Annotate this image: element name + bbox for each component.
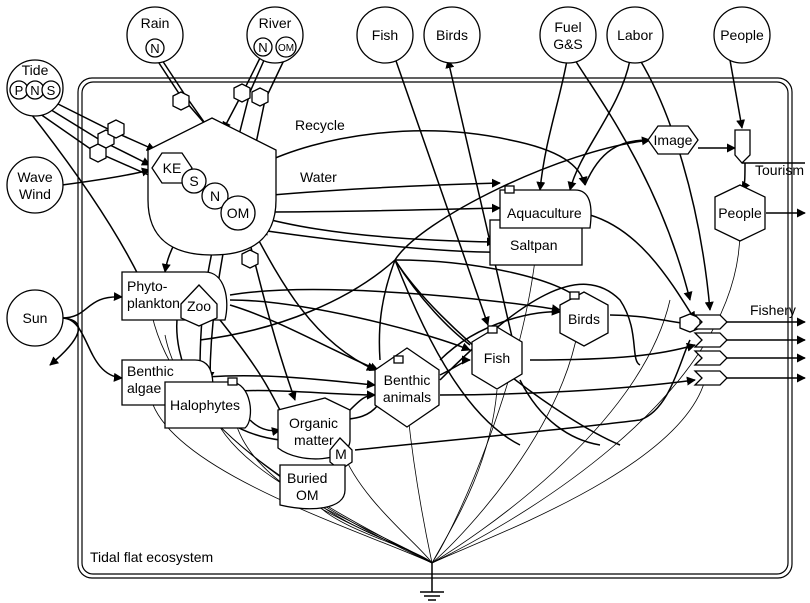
boundary-label: Tidal flat ecosystem (90, 549, 213, 565)
fish-label: Fish (484, 350, 510, 366)
benthic-animals-node: Benthic animals (374, 347, 440, 428)
benthic-algae-line2: algae (127, 380, 161, 396)
people-source-label: People (720, 27, 764, 43)
source-sun: Sun (6, 289, 64, 347)
heat-sink-icon (420, 563, 444, 601)
recycle-label: Recycle (295, 117, 345, 133)
interaction-valves (89, 83, 701, 333)
fuel-label: Fuel (554, 19, 581, 35)
water-label: Water (300, 169, 337, 185)
source-rain: Rain N (126, 6, 184, 64)
source-fuel: Fuel G&S (539, 6, 597, 64)
birds-label: Birds (568, 311, 600, 327)
organic-matter-line1: Organic (289, 415, 338, 431)
phytoplankton-line1: Phyto- (127, 278, 168, 294)
ke-label: KE (163, 160, 182, 176)
phytoplankton-line2: plankton (127, 295, 180, 311)
fish-source-label: Fish (372, 27, 398, 43)
source-labor: Labor (606, 6, 664, 64)
halophytes-box: Halophytes (164, 377, 252, 429)
heat-sink-flows (149, 229, 741, 564)
rain-label: Rain (141, 15, 170, 31)
m-label: M (335, 446, 347, 462)
fishery-label: Fishery (750, 302, 796, 318)
source-wave-wind: Wave Wind (6, 156, 64, 214)
birds-source-label: Birds (436, 27, 468, 43)
tide-s-label: S (47, 83, 56, 98)
system-boundary-inner (81, 81, 789, 575)
gs-label: G&S (553, 36, 583, 52)
tide-label: Tide (22, 62, 49, 78)
buried-om-line2: OM (296, 487, 319, 503)
wave-label: Wave (17, 169, 52, 185)
tourism-label: Tourism (755, 162, 804, 178)
benthic-algae-line1: Benthic (127, 363, 174, 379)
river-om-label: OM (278, 43, 294, 54)
om-label: OM (227, 205, 250, 221)
halophytes-label: Halophytes (170, 397, 240, 413)
benthic-animals-line1: Benthic (384, 372, 431, 388)
s-label: S (189, 173, 198, 189)
image-node: Image (647, 125, 699, 155)
om-storage: OM (220, 195, 256, 231)
source-people: People (713, 6, 771, 64)
source-river: River N OM (246, 6, 304, 64)
buried-om-storage: Buried OM (279, 464, 346, 510)
zoo-label: Zoo (187, 298, 211, 314)
microbes-node: M (329, 437, 353, 471)
people-node: People (714, 184, 766, 242)
source-tide: Tide P N S (6, 59, 64, 117)
birds-node: Birds (559, 291, 609, 347)
tide-p-label: P (15, 83, 24, 98)
source-fish: Fish (356, 6, 414, 64)
wind-label: Wind (19, 186, 51, 202)
labor-label: Labor (617, 27, 653, 43)
salt-storage: S (181, 168, 207, 194)
benthic-animals-line2: animals (383, 389, 431, 405)
nitrogen-storage: N (201, 182, 229, 210)
image-label: Image (654, 132, 693, 148)
sun-label: Sun (23, 310, 48, 326)
aquaculture-box: Aquaculture (499, 185, 592, 229)
aquaculture-label: Aquaculture (507, 205, 582, 221)
fishery-transactions (693, 314, 728, 386)
organic-matter-storage: Organic matter (277, 397, 351, 460)
organic-matter-line2: matter (294, 432, 334, 448)
tide-n-label: N (30, 83, 39, 98)
tourism-valve (734, 129, 751, 164)
n-label: N (210, 188, 220, 204)
saltpan-label: Saltpan (510, 237, 557, 253)
buried-om-line1: Buried (287, 470, 327, 486)
rain-n-label: N (150, 41, 159, 56)
zooplankton-node: Zoo (180, 284, 218, 327)
river-n-label: N (258, 40, 267, 55)
kinetic-energy-node: KE (151, 152, 193, 184)
fish-node: Fish (471, 325, 523, 390)
source-birds: Birds (423, 6, 481, 64)
people-label: People (718, 205, 762, 221)
river-label: River (259, 15, 292, 31)
